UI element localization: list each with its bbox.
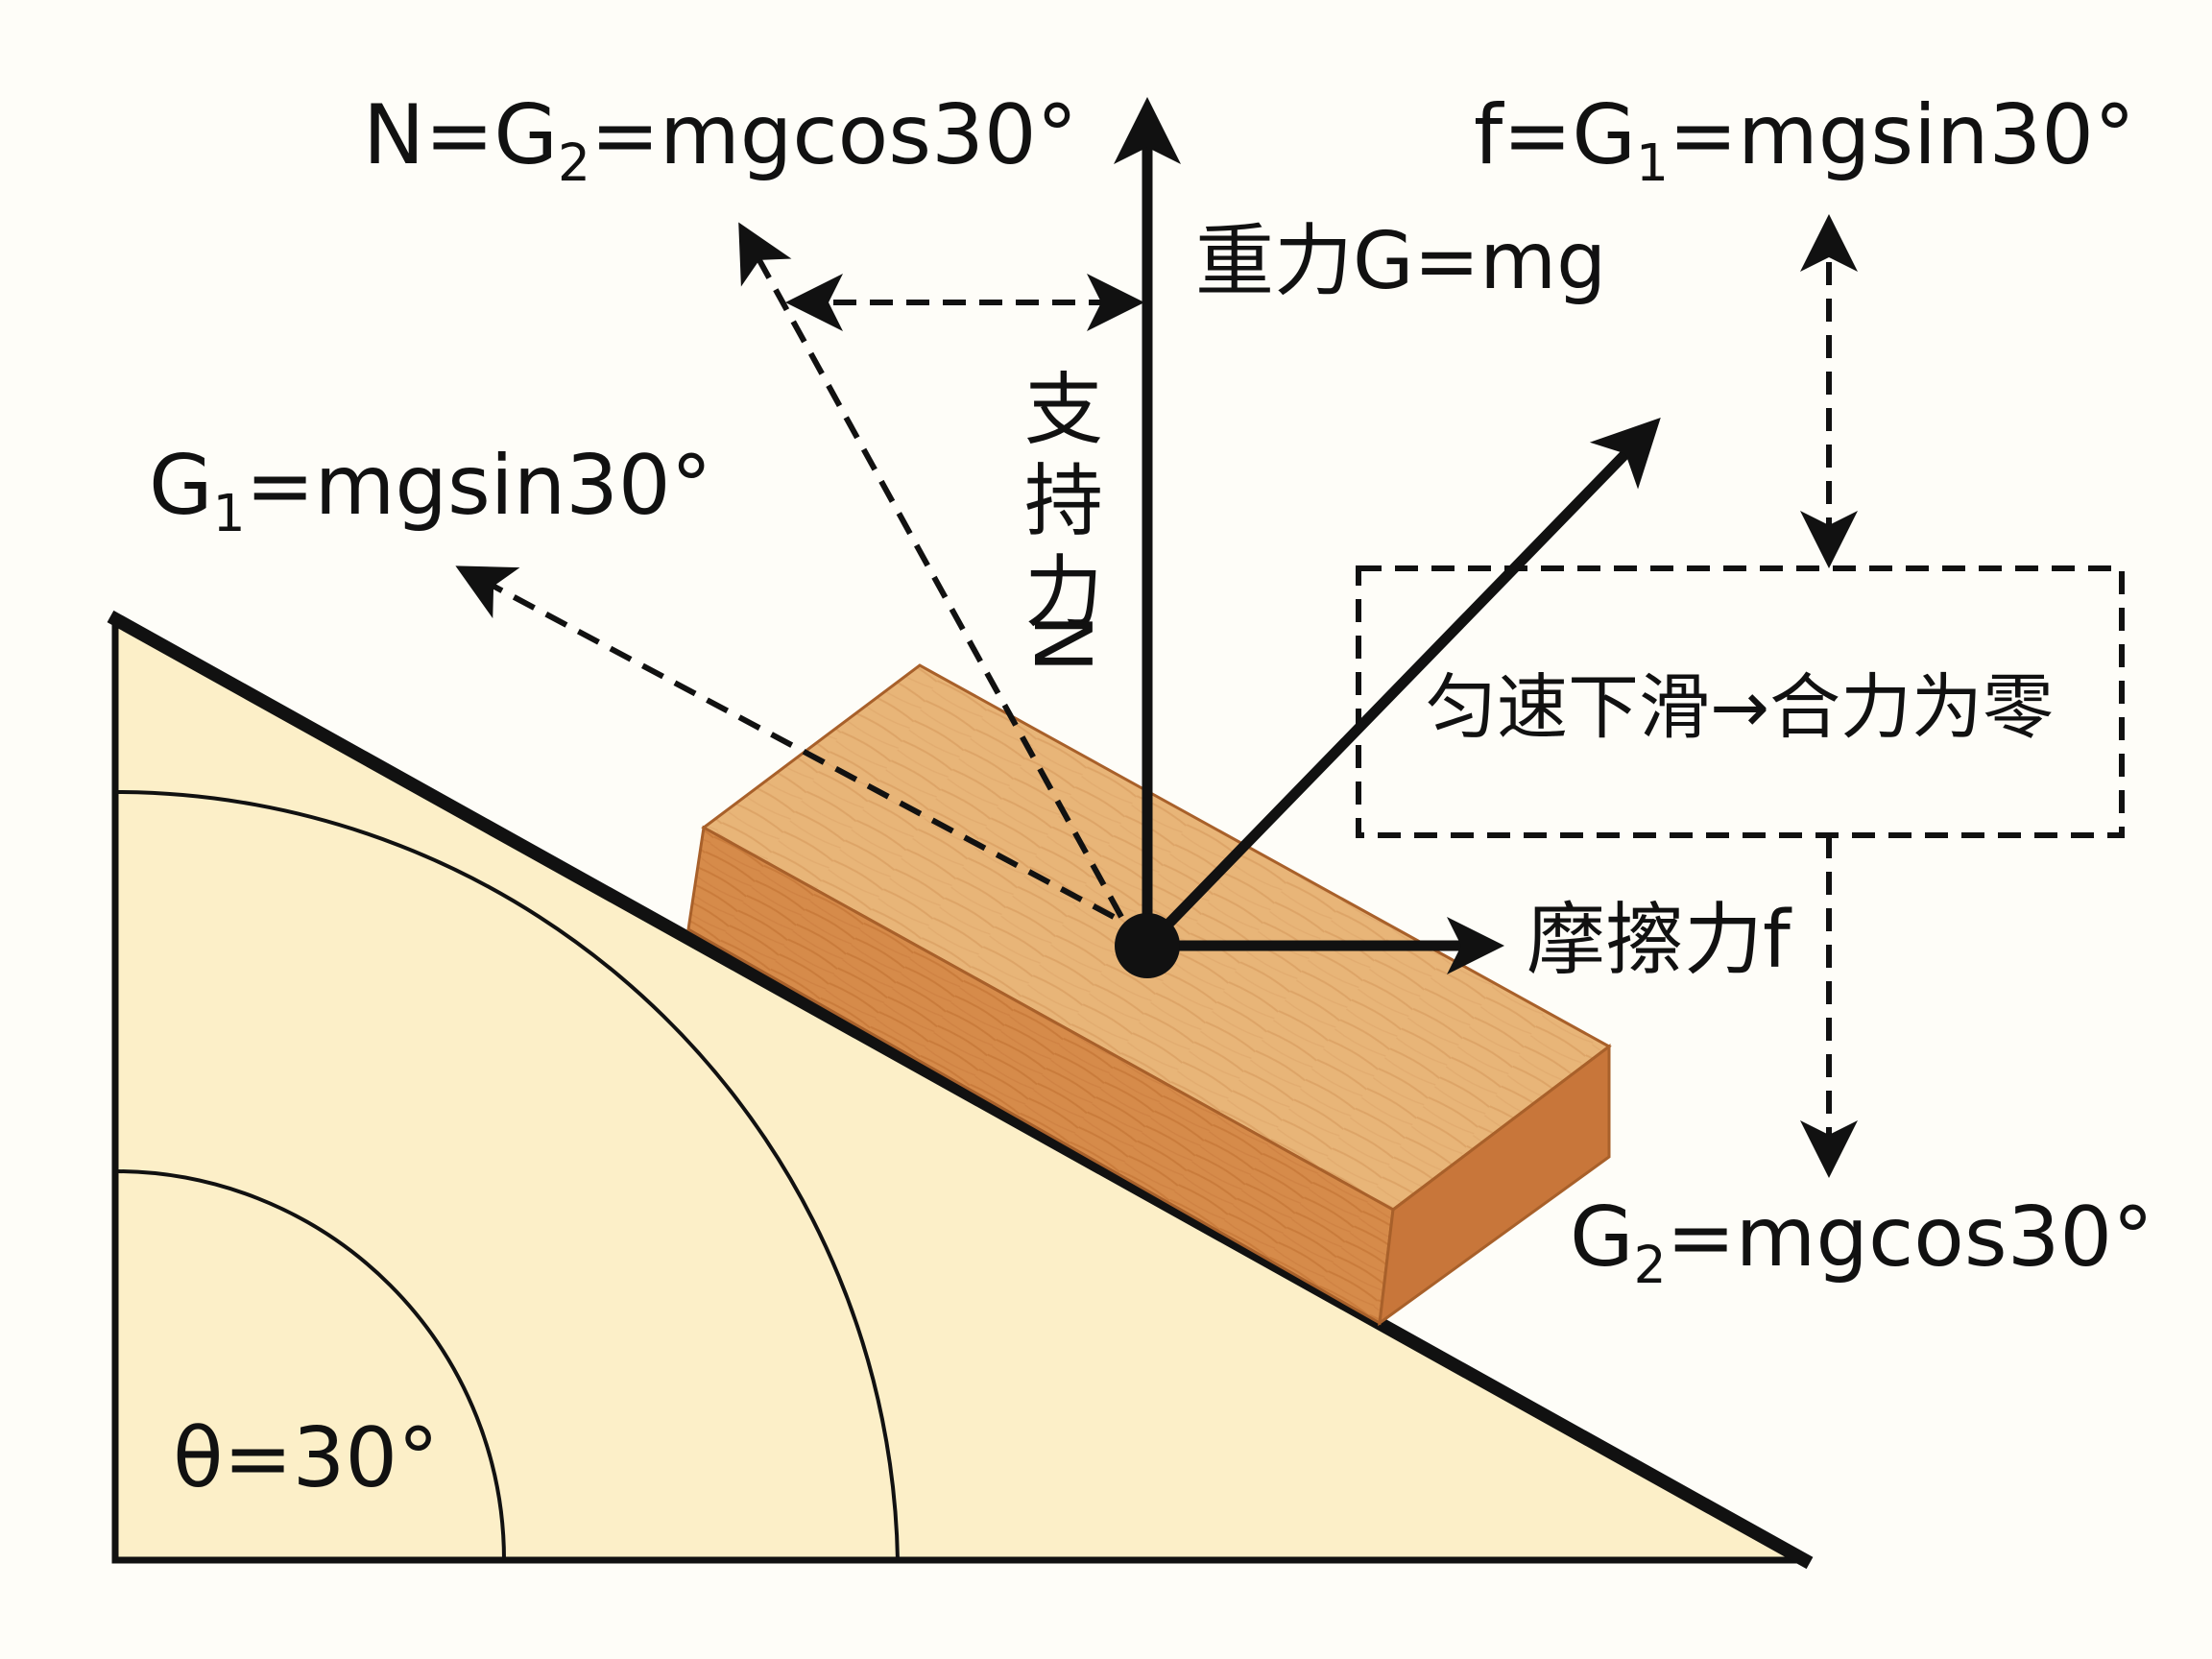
center-of-mass-dot: [1115, 913, 1180, 978]
parallel-component-arrow: [455, 565, 1116, 920]
dashed-components: [455, 214, 2125, 1178]
friction-label: 摩擦力f: [1527, 895, 1792, 986]
incline: [107, 610, 1814, 1570]
g1-label: G1=mgsin30°: [149, 438, 712, 543]
solid-forces: [1114, 97, 1661, 974]
svg-text:持: 持: [1024, 456, 1103, 547]
arc-inner: [114, 1169, 506, 1561]
uniform-motion-label: 匀速下滑→合力为零: [1426, 666, 2054, 749]
normal-component-arrow: [738, 222, 1124, 919]
arc-outer: [114, 790, 900, 1561]
gravity-label: 重力G=mg: [1195, 216, 1606, 307]
dashed-box: [1356, 565, 2125, 838]
g2-label: G2=mgcos30°: [1570, 1190, 2153, 1295]
svg-text:支: 支: [1024, 365, 1103, 456]
svg-text:力: 力: [1024, 547, 1103, 638]
n-decomposition-label: N=G2=mgcos30°: [363, 87, 1078, 193]
diagonal-force-arrow: [1143, 417, 1661, 950]
svg-text:N: N: [1016, 613, 1107, 672]
incline-surface: [107, 610, 1814, 1570]
f-decomposition-label: f=G1=mgsin30°: [1474, 87, 2135, 193]
theta-label: θ=30°: [173, 1410, 439, 1506]
support-force-label: 支 持 力 N: [1016, 365, 1107, 673]
